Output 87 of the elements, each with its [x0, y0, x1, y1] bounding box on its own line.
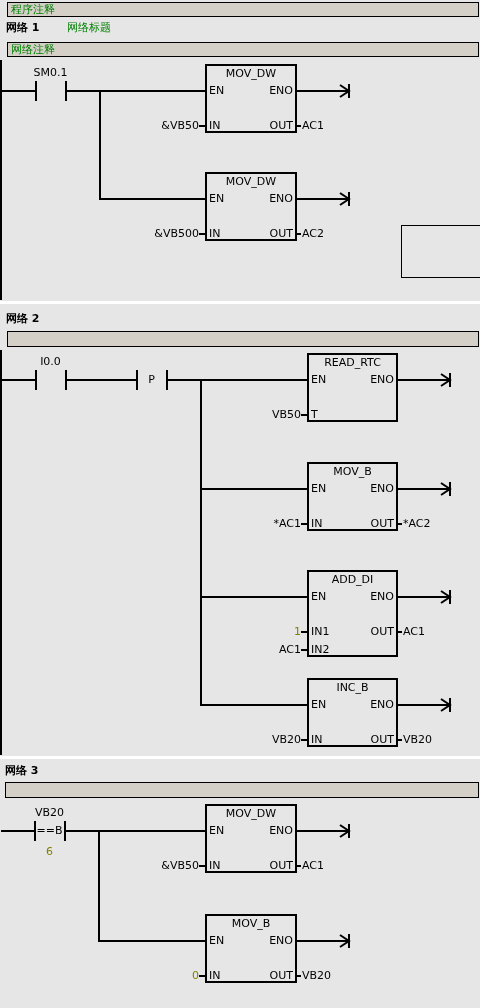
block-title: ADD_DI: [330, 574, 375, 586]
function-block: [307, 353, 398, 422]
pin-label: ENO: [269, 193, 293, 205]
pin-label: EN: [209, 825, 225, 837]
rung-line: [65, 90, 206, 200]
comment-text: 程序注释: [11, 4, 55, 16]
operand-label: *AC1: [273, 518, 301, 530]
pin-label: ENO: [269, 935, 293, 947]
network-label: 网络 1: [6, 22, 40, 34]
operand-label: 6: [45, 846, 54, 858]
block-title: MOV_B: [332, 466, 373, 478]
pin-label: OUT: [370, 518, 394, 530]
operand-label: VB20: [403, 734, 433, 746]
function-block: [205, 172, 297, 241]
empty-box: [401, 225, 480, 278]
operand-label: 0: [192, 970, 199, 982]
operand-label: *AC2: [403, 518, 431, 530]
pin-label: IN: [311, 734, 323, 746]
block-title: MOV_DW: [224, 808, 278, 820]
function-block: [205, 804, 297, 873]
operand-label: VB20: [33, 807, 66, 819]
pin-label: IN: [209, 970, 221, 982]
operand-label: AC1: [403, 626, 425, 638]
comment-bar: [7, 331, 479, 347]
pin-label: EN: [209, 85, 225, 97]
pin-label: EN: [311, 374, 327, 386]
pin-label: ENO: [370, 374, 394, 386]
operand-label: &VB50: [161, 120, 199, 132]
pin-label: ENO: [370, 483, 394, 495]
block-title: MOV_B: [230, 918, 272, 930]
operand-label: VB50: [271, 409, 301, 421]
contact-symbol-text: P: [147, 374, 156, 386]
pin-label: ENO: [370, 591, 394, 603]
comment-bar: [5, 782, 479, 798]
block-title: INC_B: [335, 682, 370, 694]
operand-label: AC1: [302, 860, 324, 872]
pin-label: OUT: [370, 626, 394, 638]
comment-bar: [7, 42, 479, 57]
operand-label: 1: [294, 626, 301, 638]
operand-label: &VB50: [161, 860, 199, 872]
operand-label: AC2: [302, 228, 324, 240]
pin-label: T: [311, 409, 318, 421]
comment-bar: [7, 2, 479, 17]
operand-label: SM0.1: [32, 67, 69, 79]
function-block: [307, 678, 398, 747]
pin-label: OUT: [269, 860, 293, 872]
function-block: [205, 914, 297, 983]
function-block: [307, 570, 398, 657]
operand-label: AC1: [302, 120, 324, 132]
operand-label: VB20: [271, 734, 301, 746]
pin-label: IN2: [311, 644, 330, 656]
pin-label: OUT: [269, 228, 293, 240]
pin-label: IN1: [311, 626, 330, 638]
comment-text: 网络注释: [11, 44, 55, 56]
operand-label: VB20: [302, 970, 332, 982]
pin-label: OUT: [269, 120, 293, 132]
pin-label: ENO: [370, 699, 394, 711]
rung-line: [65, 379, 137, 381]
network-label: 网络 3: [5, 765, 39, 777]
pin-label: EN: [311, 483, 327, 495]
pin-label: OUT: [370, 734, 394, 746]
block-title: READ_RTC: [323, 357, 382, 369]
operand-label: &VB500: [154, 228, 199, 240]
pin-label: IN: [209, 860, 221, 872]
pin-label: IN: [209, 228, 221, 240]
rung-line: [0, 830, 35, 832]
block-title: MOV_DW: [224, 176, 278, 188]
pin-label: IN: [209, 120, 221, 132]
pin-label: ENO: [269, 85, 293, 97]
pin-label: EN: [311, 591, 327, 603]
network-label: 网络标题: [67, 22, 111, 34]
rung-line: [0, 379, 36, 381]
pin-label: IN: [311, 518, 323, 530]
network-label: 网络 2: [6, 313, 40, 325]
pin-label: EN: [311, 699, 327, 711]
rung-line: [0, 90, 36, 92]
rung-line: [64, 830, 206, 942]
function-block: [205, 64, 297, 133]
block-title: MOV_DW: [224, 68, 278, 80]
pin-label: OUT: [269, 970, 293, 982]
contact-symbol-text: ==B: [35, 825, 64, 837]
function-block: [307, 462, 398, 531]
pin-label: EN: [209, 193, 225, 205]
pin-label: EN: [209, 935, 225, 947]
operand-label: I0.0: [39, 356, 62, 368]
operand-label: AC1: [279, 644, 301, 656]
pin-label: ENO: [269, 825, 293, 837]
